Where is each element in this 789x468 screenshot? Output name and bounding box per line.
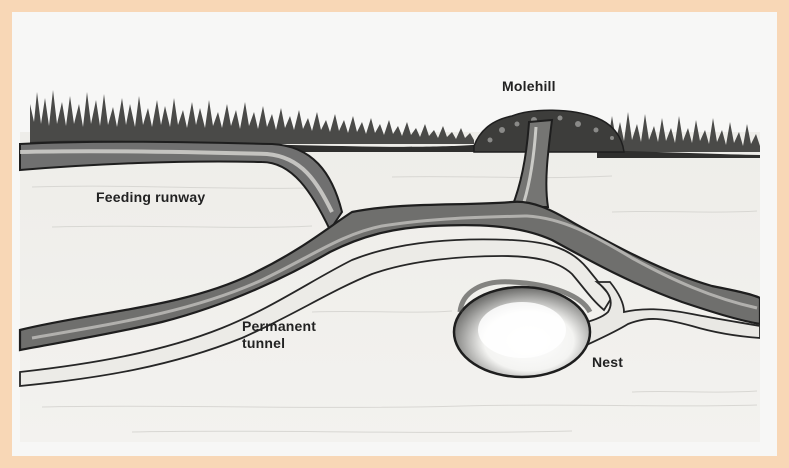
permanent-tunnel-label-line2: tunnel — [242, 335, 316, 352]
feeding-runway-label: Feeding runway — [96, 189, 205, 205]
molehill-label: Molehill — [502, 78, 556, 94]
panel-edge — [760, 12, 777, 456]
nest-label: Nest — [592, 354, 623, 370]
permanent-tunnel-label: Permanent tunnel — [242, 318, 316, 352]
permanent-tunnel-label-line1: Permanent — [242, 318, 316, 335]
diagram-panel: Molehill Feeding runway Permanent tunnel… — [12, 12, 777, 456]
mole-tunnel-diagram — [12, 12, 777, 456]
